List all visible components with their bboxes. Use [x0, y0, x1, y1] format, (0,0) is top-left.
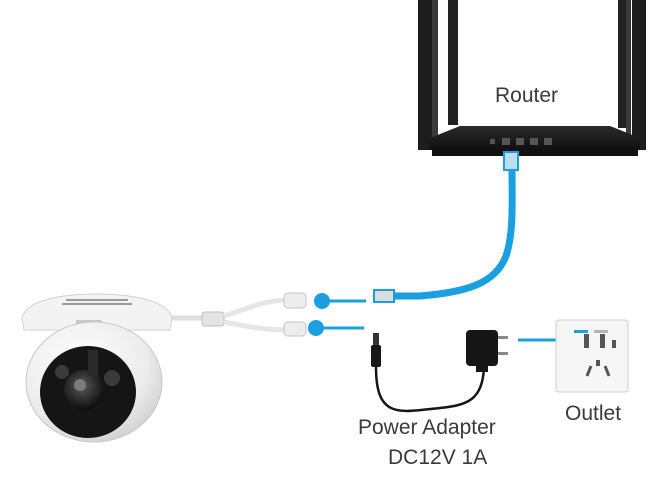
wall-outlet-icon	[555, 319, 629, 393]
router-label: Router	[495, 84, 559, 107]
power-adapter-icon	[371, 330, 508, 413]
ethernet-connector-pointer	[314, 293, 366, 309]
rj45-plug-icon	[373, 151, 519, 303]
router-icon	[418, 0, 646, 156]
dome-camera-icon	[21, 293, 173, 443]
power-adapter-label: Power Adapter	[358, 416, 496, 439]
ethernet-cable	[388, 164, 516, 300]
camera-tail-cable	[168, 292, 307, 337]
outlet-label: Outlet	[565, 402, 622, 425]
power-connector-pointer	[308, 320, 364, 336]
power-adapter-spec: DC12V 1A	[388, 446, 488, 469]
